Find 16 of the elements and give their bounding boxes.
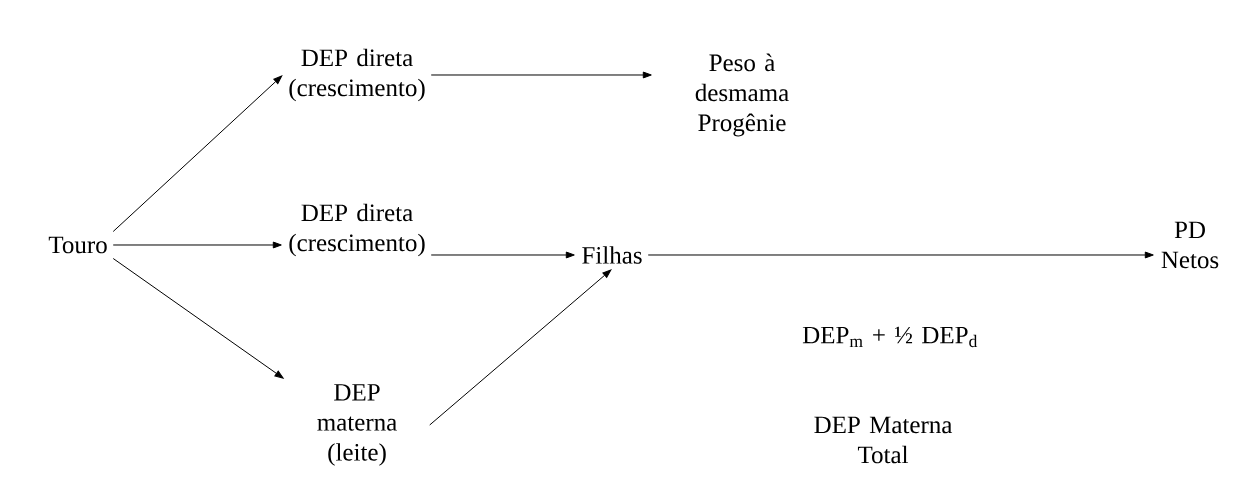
annotation-text: DEP$_{m}$ + ½ DEP$_{d}$: [802, 326, 978, 348]
arrow: [429, 269, 612, 426]
node-text: DEP materna (leite): [317, 384, 397, 466]
node-text: Touro: [48, 236, 107, 254]
annotation-text: DEP Materna Total: [814, 416, 953, 464]
node-text: DEP direta (crescimento): [289, 203, 425, 257]
arrow: [112, 75, 283, 232]
node-text: PD Netos: [1161, 221, 1219, 269]
arrow: [647, 251, 1154, 259]
node-text: Peso à desmama Progênie: [695, 53, 789, 137]
arrow: [430, 71, 652, 79]
arrow: [112, 241, 282, 249]
node-text: Filhas: [582, 246, 642, 264]
arrow: [112, 258, 284, 379]
arrow: [430, 251, 575, 259]
node-text: DEP direta (crescimento): [289, 48, 425, 102]
